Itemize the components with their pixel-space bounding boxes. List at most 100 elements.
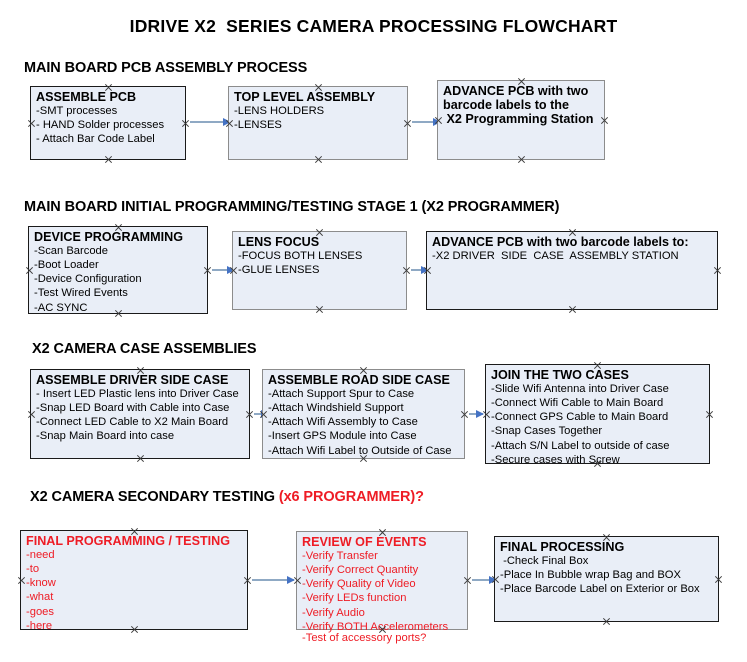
node-line: -Connect LED Cable to X2 Main Board	[36, 416, 229, 429]
connection-handle-left[interactable]	[225, 119, 234, 128]
connection-handle-bottom[interactable]	[517, 155, 526, 164]
node-line: -Verify Audio	[302, 606, 365, 619]
connector-final-programming-to-review-of-events[interactable]	[252, 575, 295, 584]
section-heading-text: MAIN BOARD PCB ASSEMBLY PROCESS	[24, 60, 308, 76]
node-overflow-line: -Test of accessory ports?	[302, 632, 427, 644]
connection-handle-right[interactable]	[460, 410, 469, 419]
node-line: -Connect GPS Cable to Main Board	[491, 411, 669, 424]
connection-handle-top[interactable]	[114, 223, 123, 232]
connection-handle-left[interactable]	[27, 410, 36, 419]
connection-handle-top[interactable]	[593, 361, 602, 370]
section-heading-x2-camera-case-assemblies: X2 CAMERA CASE ASSEMBLIES	[32, 341, 257, 357]
node-assemble-driver-side-case[interactable]: ASSEMBLE DRIVER SIDE CASE - Insert LED P…	[30, 369, 250, 459]
connection-handle-bottom[interactable]	[568, 305, 577, 314]
connection-handle-right[interactable]	[181, 119, 190, 128]
node-line: -AC SYNC	[34, 301, 88, 314]
node-title: ASSEMBLE DRIVER SIDE CASE	[36, 373, 229, 387]
node-line: -LENS HOLDERS	[234, 105, 325, 118]
connection-handle-left[interactable]	[17, 576, 26, 585]
node-line: -Snap LED Board with Cable into Case	[36, 402, 230, 415]
node-line: -need	[26, 549, 55, 562]
connection-handle-left[interactable]	[293, 576, 302, 585]
connection-handle-left[interactable]	[25, 266, 34, 275]
connection-handle-bottom[interactable]	[130, 625, 139, 634]
section-heading-accent: (x6 PROGRAMMER)?	[278, 489, 424, 505]
section-heading-main-board-pcb-assembly: MAIN BOARD PCB ASSEMBLY PROCESS	[24, 60, 307, 76]
connection-handle-right[interactable]	[705, 410, 714, 419]
arrow-head-icon	[476, 409, 484, 418]
connection-handle-right[interactable]	[463, 576, 472, 585]
node-line: -Attach Wifi Assembly to Case	[268, 416, 418, 429]
connection-handle-right[interactable]	[243, 576, 252, 585]
node-final-programming-testing[interactable]: FINAL PROGRAMMING / TESTING -need -to -k…	[17, 527, 248, 632]
connection-handle-top[interactable]	[602, 533, 611, 542]
connection-handle-right[interactable]	[713, 266, 722, 275]
connection-handle-top[interactable]	[568, 228, 577, 237]
node-line: -Snap Cases Together	[491, 425, 603, 438]
node-assemble-road-side-case[interactable]: ASSEMBLE ROAD SIDE CASE -Attach Support …	[262, 369, 465, 459]
node-line: -Attach Wifi Label to Outside of Case	[268, 444, 452, 457]
connection-handle-top[interactable]	[517, 77, 526, 86]
connection-handle-top[interactable]	[136, 366, 145, 375]
connection-handle-right[interactable]	[203, 266, 212, 275]
node-line: -Verify Transfer	[302, 550, 378, 563]
connection-handle-bottom[interactable]	[114, 309, 123, 318]
node-title: ADVANCE PCB with two barcode labels to:	[432, 235, 689, 249]
connection-handle-top[interactable]	[378, 528, 387, 537]
node-line: - HAND Solder processes	[36, 119, 165, 132]
connection-handle-bottom[interactable]	[593, 459, 602, 468]
node-line: -Verify BOTH Accelerometers	[302, 620, 449, 633]
section-heading-text: MAIN BOARD INITIAL PROGRAMMING/TESTING S…	[24, 199, 560, 215]
connector-road-side-to-join-cases[interactable]	[469, 409, 484, 418]
connection-handle-left[interactable]	[229, 266, 238, 275]
connection-handle-left[interactable]	[259, 410, 268, 419]
connection-handle-bottom[interactable]	[314, 155, 323, 164]
connection-handle-top[interactable]	[104, 83, 113, 92]
node-device-programming[interactable]: DEVICE PROGRAMMING -Scan Barcode -Boot L…	[28, 226, 208, 314]
connection-handle-bottom[interactable]	[104, 155, 113, 164]
connection-handle-bottom[interactable]	[315, 305, 324, 314]
node-title: ADVANCE PCB with two	[443, 84, 589, 98]
node-review-of-events[interactable]: REVIEW OF EVENTS -Verify Transfer -Verif…	[293, 528, 468, 644]
node-line: -know	[26, 577, 56, 590]
connection-handle-right[interactable]	[402, 266, 411, 275]
node-assemble-pcb[interactable]: ASSEMBLE PCB -SMT processes - HAND Solde…	[30, 86, 186, 160]
node-line: -Attach Support Spur to Case	[268, 388, 415, 401]
connection-handle-bottom[interactable]	[378, 625, 387, 634]
node-line: -GLUE LENSES	[238, 264, 320, 277]
node-line: -what	[26, 591, 54, 604]
connection-handle-left[interactable]	[482, 410, 491, 419]
connection-handle-top[interactable]	[315, 228, 324, 237]
node-title: ASSEMBLE ROAD SIDE CASE	[268, 373, 450, 387]
connection-handle-top[interactable]	[359, 366, 368, 375]
connection-handle-right[interactable]	[714, 575, 723, 584]
node-final-processing[interactable]: FINAL PROCESSING -Check Final Box -Place…	[494, 536, 719, 622]
node-lens-focus[interactable]: LENS FOCUS -FOCUS BOTH LENSES -GLUE LENS…	[232, 231, 407, 310]
connection-handle-left[interactable]	[491, 575, 500, 584]
node-line: -Attach Windshield Support	[268, 402, 404, 415]
node-join-the-two-cases[interactable]: JOIN THE TWO CASES -Slide Wifi Antenna i…	[482, 361, 710, 466]
arrow-head-icon	[287, 575, 295, 584]
connection-handle-top[interactable]	[314, 83, 323, 92]
node-top-level-assembly[interactable]: TOP LEVEL ASSEMBLY -LENS HOLDERS -LENSES	[228, 86, 408, 160]
page-title: IDRIVE X2 SERIES CAMERA PROCESSING FLOWC…	[129, 16, 618, 36]
node-advance-pcb-driver-side-case[interactable]: ADVANCE PCB with two barcode labels to: …	[426, 231, 718, 310]
connection-handle-left[interactable]	[434, 116, 443, 125]
connection-handle-left[interactable]	[423, 266, 432, 275]
connection-handle-bottom[interactable]	[359, 454, 368, 463]
connection-handle-left[interactable]	[27, 119, 36, 128]
connection-handle-top[interactable]	[130, 527, 139, 536]
section-heading-main-board-initial-programming: MAIN BOARD INITIAL PROGRAMMING/TESTING S…	[24, 199, 560, 215]
connection-handle-bottom[interactable]	[602, 617, 611, 626]
connection-handle-bottom[interactable]	[136, 454, 145, 463]
node-title-line3: X2 Programming Station	[443, 112, 594, 127]
connection-handle-right[interactable]	[600, 116, 609, 125]
node-line: -to	[26, 563, 40, 576]
node-line: -Verify Correct Quantity	[302, 564, 419, 577]
connection-handle-right[interactable]	[245, 410, 254, 419]
node-line: -here	[26, 619, 53, 632]
node-line: -Secure cases with Screw	[491, 453, 620, 466]
connection-handle-right[interactable]	[403, 119, 412, 128]
node-advance-pcb-programming-station[interactable]: ADVANCE PCB with two barcode labels to t…	[437, 80, 605, 160]
